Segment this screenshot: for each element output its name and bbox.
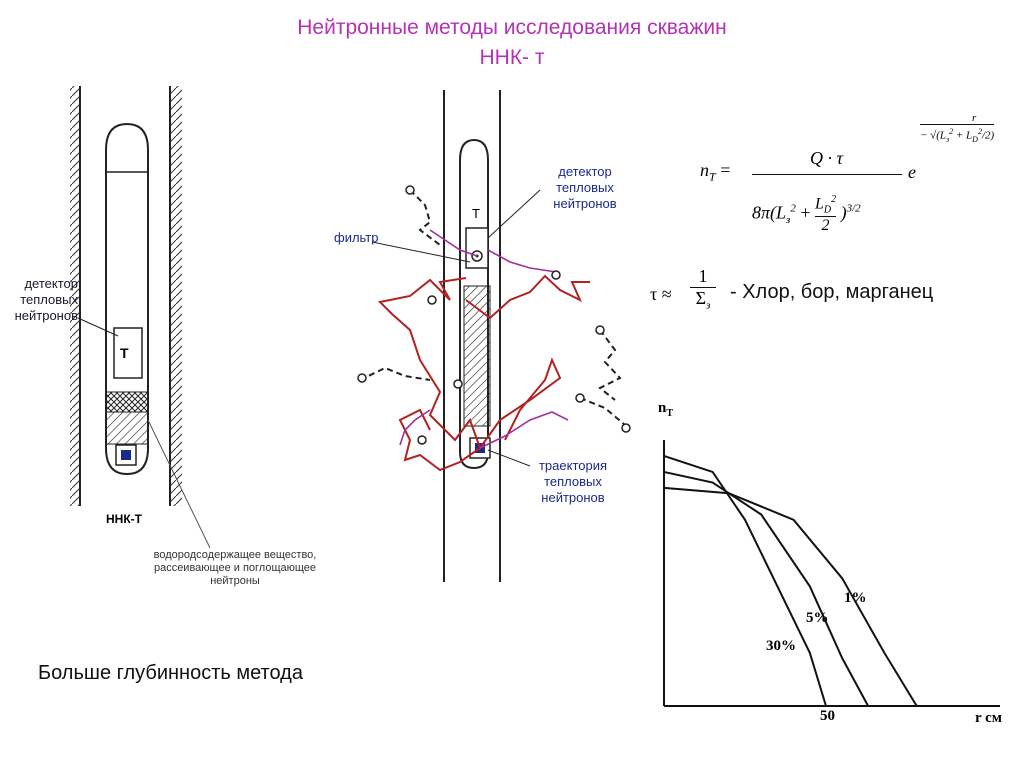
formula-denominator: 8π(Lз2 + LD2 2 )3/2 <box>752 194 861 234</box>
formula-lhs: nT = <box>700 160 731 184</box>
middle-trajectory-label: траектория тепловых нейтронов <box>538 458 608 505</box>
series-label-5: 5% <box>806 610 829 626</box>
tau-approx: τ ≈ <box>650 284 672 304</box>
neutron-trajectories-purple <box>399 229 569 449</box>
left-tool-label: ННК-Т <box>106 512 142 526</box>
series-label-1: 1% <box>844 590 867 606</box>
left-detector-box <box>113 327 143 379</box>
middle-tool <box>459 138 491 470</box>
left-medium-leader <box>147 419 211 549</box>
middle-detector-mark: Т <box>472 206 480 221</box>
chart-axes <box>663 440 1000 707</box>
left-detector-leader <box>77 317 119 337</box>
chart-series-line-3 <box>663 486 918 707</box>
formula-numerator: Q · τ <box>810 148 843 168</box>
left-medium-label: водородсодержащее вещество, рассеивающее… <box>153 549 317 587</box>
chart-ylabel: nT <box>658 400 674 419</box>
middle-detector-leader <box>487 189 541 239</box>
elements-label: - Хлор, бор, марганец <box>730 281 934 303</box>
middle-borehole-walls <box>443 90 501 582</box>
neutron-endpoints <box>357 185 631 445</box>
conclusion-text: Больше глубинность метода <box>38 662 303 684</box>
middle-trajectory-leader <box>487 449 531 467</box>
formula-exponent: r − √(Lз2 + LD2/2) <box>920 112 995 144</box>
series-label-30: 30% <box>766 638 796 654</box>
formula-fraction-bar <box>752 174 902 175</box>
left-borehole-walls <box>70 86 182 506</box>
formula-exponent-base: e <box>908 162 916 182</box>
chart-series-line-2 <box>663 470 869 707</box>
middle-filter-label: фильтр <box>334 230 379 245</box>
page-title: Нейтронные методы исследования скважин <box>297 16 727 39</box>
chart-series-line-1 <box>663 455 827 707</box>
chart-series-group <box>663 455 918 707</box>
left-detector-mark: Т <box>120 345 129 361</box>
middle-detector-box <box>465 227 489 269</box>
tau-fraction: 1 Σз <box>690 266 716 312</box>
chart-xlabel: r см <box>975 710 1003 726</box>
neutron-trajectories-red <box>377 274 590 472</box>
middle-filter-leader <box>371 241 471 263</box>
chart-xtick-50: 50 <box>820 708 835 724</box>
page-subtitle: ННК- т <box>479 46 545 69</box>
middle-detector-label: детектор тепловых нейтронов <box>553 164 617 211</box>
left-tool <box>105 122 149 476</box>
left-detector-label: детектор тепловых нейтронов <box>14 276 78 323</box>
neutron-trajectories-dashed <box>359 189 626 426</box>
